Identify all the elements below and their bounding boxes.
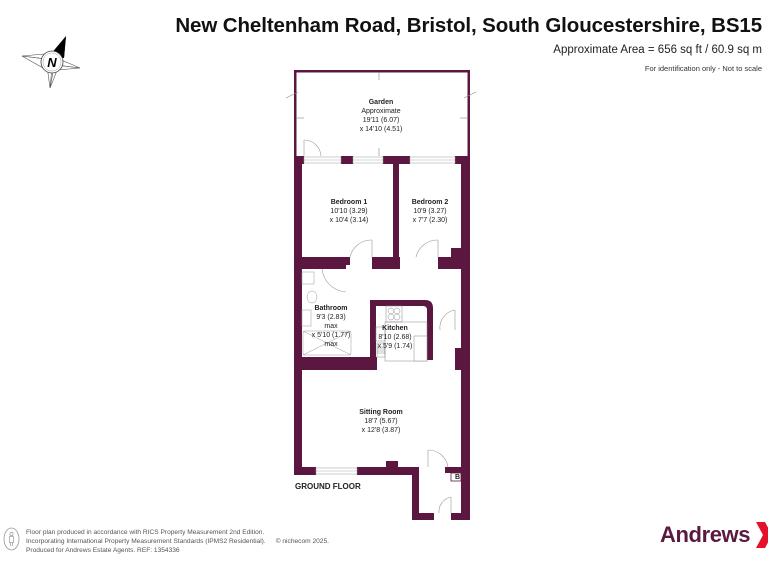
- chevron-right-icon: [756, 522, 768, 548]
- footer-line-2: Incorporating International Property Mea…: [26, 537, 329, 546]
- boiler-marker: B: [455, 474, 461, 481]
- room-dim-length: 8'10 (2.68): [378, 334, 412, 341]
- property-address-title: New Cheltenham Road, Bristol, South Glou…: [175, 14, 762, 37]
- room-dim-length: 10'10 (3.29): [330, 208, 368, 215]
- floor-label: GROUND FLOOR: [295, 482, 361, 491]
- approximate-area: Approximate Area = 656 sq ft / 60.9 sq m: [553, 44, 762, 56]
- room-dim-width: x 12'8 (3.87): [361, 427, 401, 434]
- footer-line-2-text: Incorporating International Property Mea…: [26, 538, 266, 545]
- room-dim-length: 19'11 (6.07): [362, 117, 400, 124]
- room-note: Approximate: [361, 108, 401, 115]
- room-dim-length: 10'9 (3.27): [413, 208, 447, 215]
- room-label-sitting-room: Sitting Room 18'7 (5.67) x 12'8 (3.87): [359, 408, 403, 435]
- svg-text:N: N: [47, 55, 57, 70]
- room-name: Bedroom 1: [330, 199, 368, 206]
- north-compass-icon: N: [21, 36, 81, 89]
- room-dim-width: x 5'9 (1.74): [377, 343, 413, 350]
- footer-line-1: Floor plan produced in accordance with R…: [26, 529, 265, 536]
- room-dim-width: x 5'10 (1.77): [311, 332, 351, 339]
- room-dim-length: 18'7 (5.67): [364, 418, 398, 425]
- room-name: Sitting Room: [359, 409, 403, 416]
- room-label-bathroom: Bathroom 9'3 (2.83) max x 5'10 (1.77) ma…: [312, 304, 351, 349]
- room-name: Garden: [368, 99, 394, 106]
- room-dim-width: x 7'7 (2.30): [412, 217, 448, 224]
- room-name: Bathroom: [314, 305, 348, 312]
- room-name: Kitchen: [382, 325, 408, 332]
- rics-person-icon: [3, 527, 20, 551]
- footer-disclaimer: Floor plan produced in accordance with R…: [26, 528, 329, 555]
- scale-disclaimer: For identification only - Not to scale: [644, 64, 762, 73]
- andrews-logo: Andrews: [660, 522, 768, 548]
- footer-line-3: Produced for Andrews Estate Agents. REF:…: [26, 547, 180, 554]
- room-dim-note: max: [324, 323, 338, 330]
- room-label-bedroom-1: Bedroom 1 10'10 (3.29) x 10'4 (3.14): [330, 198, 369, 225]
- room-label-garden: Garden Approximate 19'11 (6.07) x 14'10 …: [360, 98, 403, 134]
- room-dim-note: max: [324, 341, 338, 348]
- room-name: Bedroom 2: [411, 199, 449, 206]
- logo-wordmark: Andrews: [660, 522, 751, 547]
- room-dim-width: x 14'10 (4.51): [359, 126, 403, 133]
- room-label-kitchen: Kitchen 8'10 (2.68) x 5'9 (1.74): [378, 324, 413, 351]
- room-label-bedroom-2: Bedroom 2 10'9 (3.27) x 7'7 (2.30): [412, 198, 449, 225]
- copyright-notice: © nichecom 2025.: [275, 538, 329, 545]
- room-dim-width: x 10'4 (3.14): [329, 217, 369, 224]
- room-dim-length: 9'3 (2.83): [316, 314, 346, 321]
